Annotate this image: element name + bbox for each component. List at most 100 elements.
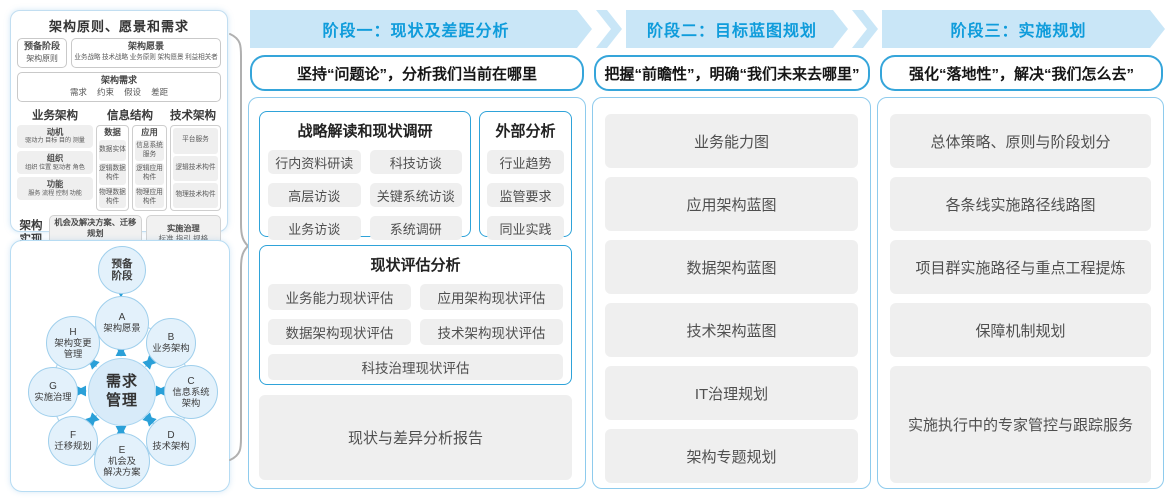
prep-vision-row: 预备阶段 架构原则 架构愿景 业务战略 技术战略 业务原则 架构愿景 利益相关者 <box>17 38 221 68</box>
phase1-container: 战略解读和现状调研 行内资料研读 科技访谈 高层访谈 关键系统访谈 业务访谈 系… <box>248 97 586 489</box>
logical-tech-chip: 逻辑技术构件 <box>173 155 218 181</box>
architecture-principles-label: 架构原则 <box>26 53 58 63</box>
architecture-requirements-box: 架构需求 需求 约束 假设 差距 <box>17 71 221 103</box>
external-chip: 监管要求 <box>487 183 564 207</box>
prep-stage-box: 预备阶段 架构原则 <box>17 38 67 68</box>
organization-block: 组织 组织 位置 驱动者 角色 <box>17 151 93 175</box>
info-system-service-chip: 信息系统服务 <box>135 140 164 162</box>
implementation-chip: 保障机制规划 <box>890 303 1151 357</box>
requirements-management-circle: 需求 管理 <box>88 358 156 426</box>
function-items: 服务 流程 控制 功能 <box>28 189 82 197</box>
governance-title: 实施治理 <box>166 223 200 233</box>
phase2-container: 业务能力图 应用架构蓝图 数据架构蓝图 技术架构蓝图 IT治理规划 架构专题规划 <box>592 97 871 489</box>
application-header: 应用 <box>141 127 158 138</box>
research-chip: 科技访谈 <box>369 150 462 174</box>
technology-column: 平台服务 逻辑技术构件 物理技术构件 <box>170 125 221 212</box>
external-chip: 行业趋势 <box>487 150 564 174</box>
phase1-band: 阶段一：现状及差距分析 <box>250 10 592 48</box>
physical-app-chip: 物理应用构件 <box>135 186 164 209</box>
information-structure-header: 信息结构 <box>107 110 153 123</box>
node-label: 架构变更 管理 <box>54 338 92 359</box>
implementation-chip: 项目群实施路径与重点工程提炼 <box>890 240 1151 294</box>
panel-title: 架构原则、愿景和需求 <box>48 19 189 34</box>
requirements-items: 需求 约束 假设 差距 <box>70 87 168 98</box>
logical-app-chip: 逻辑应用构件 <box>135 163 164 185</box>
function-title: 功能 <box>46 179 64 190</box>
research-chip: 业务访谈 <box>268 216 361 240</box>
architecture-vision-box: 架构愿景 业务战略 技术战略 业务原则 架构愿景 利益相关者 <box>71 38 221 68</box>
requirements-title: 架构需求 <box>100 74 137 85</box>
motivation-items: 驱动力 目标 目的 测量 <box>25 137 85 145</box>
research-chip: 关键系统访谈 <box>369 183 462 207</box>
phase2-stack: 业务能力图 应用架构蓝图 数据架构蓝图 技术架构蓝图 IT治理规划 架构专题规划 <box>605 114 858 483</box>
business-architecture-header: 业务架构 <box>32 110 78 123</box>
assessment-chip: 应用架构现状评估 <box>420 284 563 310</box>
blueprint-chip: 技术架构蓝图 <box>605 303 858 357</box>
business-architecture-column: 动机 驱动力 目标 目的 测量 组织 组织 位置 驱动者 角色 功能 服务 流程… <box>17 125 93 211</box>
implementation-chip-tall: 实施执行中的专家管控与跟踪服务 <box>890 366 1151 483</box>
node-f-migration-planning: F 迁移规划 <box>48 416 98 466</box>
vision-items: 业务战略 技术战略 业务原则 架构愿景 利益相关者 <box>74 53 218 61</box>
prep-stage-circle: 预备 阶段 <box>98 246 146 294</box>
organization-title: 组织 <box>46 153 64 164</box>
opportunities-title: 机会及解决方案、迁移规划 <box>54 218 137 238</box>
node-h-architecture-change-management: H 架构变更 管理 <box>46 316 100 370</box>
blueprint-chip: IT治理规划 <box>605 366 858 420</box>
physical-tech-chip: 物理技术构件 <box>173 182 218 209</box>
current-state-assessment-box: 现状评估分析 业务能力现状评估 应用架构现状评估 数据架构现状评估 技术架构现状… <box>259 245 572 385</box>
chevron-right-icon <box>852 10 878 48</box>
research-chip: 高层访谈 <box>268 183 361 207</box>
node-label: 机会及 解决方案 <box>103 456 141 477</box>
domain-columns: 动机 驱动力 目标 目的 测量 组织 组织 位置 驱动者 角色 功能 服务 流程… <box>17 125 221 212</box>
research-chip: 行内资料研读 <box>268 150 361 174</box>
motivation-block: 动机 驱动力 目标 目的 测量 <box>17 125 93 149</box>
data-header: 数据 <box>104 127 121 138</box>
assessment-chip: 技术架构现状评估 <box>420 319 563 345</box>
node-id: D <box>167 429 175 441</box>
node-b-business-architecture: B 业务架构 <box>146 318 196 368</box>
node-label: 架构愿景 <box>103 323 141 334</box>
phase1-subtitle: 坚持“问题论”，分析我们当前在哪里 <box>250 55 584 91</box>
external-analysis-list: 行业趋势 监管要求 同业实践 <box>487 150 564 240</box>
blueprint-chip: 业务能力图 <box>605 114 858 168</box>
vision-title: 架构愿景 <box>127 41 164 51</box>
assessment-chip: 业务能力现状评估 <box>268 284 411 310</box>
external-chip: 同业实践 <box>487 216 564 240</box>
phase3-subtitle: 强化“落地性”，解决“我们怎么去” <box>880 55 1163 91</box>
technology-architecture-header: 技术架构 <box>170 110 216 123</box>
architecture-principles-panel: 架构原则、愿景和需求 预备阶段 架构原则 架构愿景 业务战略 技术战略 业务原则… <box>10 10 228 254</box>
strategy-research-box: 战略解读和现状调研 行内资料研读 科技访谈 高层访谈 关键系统访谈 业务访谈 系… <box>259 111 471 240</box>
strategy-research-title: 战略解读和现状调研 <box>297 123 433 140</box>
data-entity-chip: 数据实体 <box>99 140 126 162</box>
phase3-container: 总体策略、原则与阶段划分 各条线实施路径线路图 项目群实施路径与重点工程提炼 保… <box>877 97 1164 489</box>
node-id: F <box>69 429 77 441</box>
phase2-band: 阶段二：目标蓝图规划 <box>626 10 848 48</box>
chevron-right-icon <box>596 10 622 48</box>
node-c-information-system-architecture: C 信息系统 架构 <box>164 365 218 419</box>
logical-data-chip: 逻辑数据构件 <box>99 163 126 185</box>
node-id: H <box>69 326 77 338</box>
blueprint-chip: 应用架构蓝图 <box>605 177 858 231</box>
node-label: 迁移规划 <box>54 441 92 452</box>
node-label: 技术架构 <box>152 441 190 452</box>
node-g-implementation-governance: G 实施治理 <box>28 367 78 417</box>
node-d-technology-architecture: D 技术架构 <box>146 416 196 466</box>
phase2-subtitle: 把握“前瞻性”，明确“我们未来去哪里” <box>594 55 870 91</box>
assessment-title: 现状评估分析 <box>370 257 461 274</box>
node-e-opportunities-solutions: E 机会及 解决方案 <box>94 433 150 489</box>
data-column: 数据 数据实体 逻辑数据构件 物理数据构件 <box>96 125 129 212</box>
adm-cycle-panel: 预备 阶段 需求 管理 A 架构愿景 B 业务架构 C 信息系统 架构 D 技术… <box>10 240 230 492</box>
node-label: 实施治理 <box>34 392 72 403</box>
blueprint-chip: 数据架构蓝图 <box>605 240 858 294</box>
external-analysis-title: 外部分析 <box>495 123 556 140</box>
organization-items: 组织 位置 驱动者 角色 <box>25 163 85 171</box>
phase3-band: 阶段三：实施规划 <box>882 10 1165 48</box>
node-label: 业务架构 <box>152 343 190 354</box>
domain-column-headers: 业务架构 信息结构 技术架构 <box>17 107 221 123</box>
node-id: C <box>187 375 195 387</box>
node-id: E <box>118 444 126 456</box>
governance-items: 标准 指引 规格 <box>158 234 209 244</box>
physical-data-chip: 物理数据构件 <box>99 186 126 209</box>
implementation-chip: 总体策略、原则与阶段划分 <box>890 114 1151 168</box>
node-id: A <box>118 311 126 323</box>
